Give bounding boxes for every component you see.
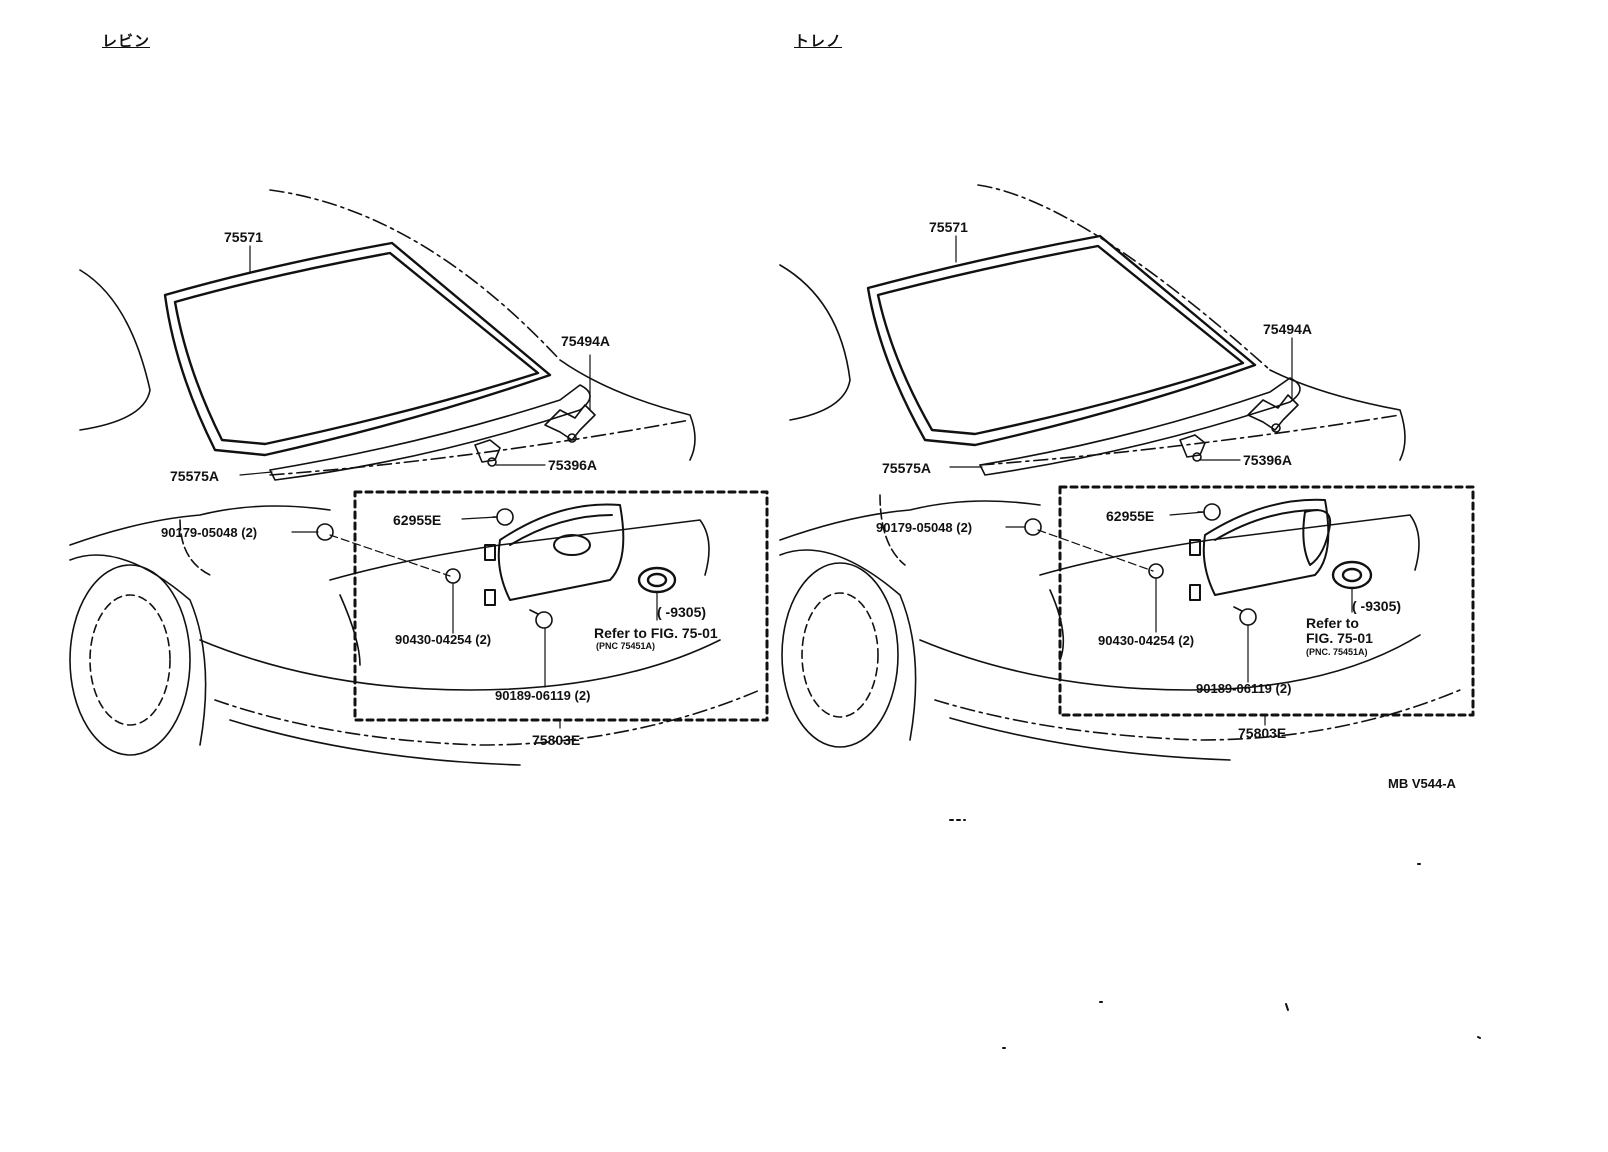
left-leader-lines [239,245,658,729]
left-label-weatherstrip: 75571 [224,229,263,245]
right-variant-title: トレノ [794,33,843,50]
right-label-refer-line1: Refer to [1306,615,1359,631]
left-variant-title: レビン [102,33,151,50]
right-label-date-range: ( -9305) [1352,598,1402,614]
figure-code: MB V544-A [1388,776,1456,791]
right-screw-icon [1024,518,1042,536]
right-label-clip-b: 90189-06119 (2) [1196,681,1292,696]
left-assembly-box [353,490,769,722]
right-weatherstrip [866,234,1257,447]
left-emblem-icon [637,566,677,594]
left-label-refer: Refer to FIG. 75-01 [594,625,718,641]
right-hinge-bracket-icon [1179,434,1206,462]
left-label-garnish: 75803E [532,732,581,748]
right-hinge-icon [1247,394,1299,433]
right-nut-icon [1148,563,1164,579]
right-label-pnc: (PNC. 75451A) [1306,647,1368,657]
left-garnish-icon [484,503,625,606]
right-label-hinge-bracket: 75396A [1243,452,1293,468]
right-garnish-icon [1189,498,1332,601]
right-moulding-strip [979,377,1301,476]
left-label-moulding: 75575A [170,468,220,484]
left-weatherstrip [163,241,552,457]
right-label-nut: 90430-04254 (2) [1098,633,1195,648]
left-label-pnc: (PNC 75451A) [596,641,656,651]
right-label-hinge: 75494A [1263,321,1313,337]
left-label-clip: 62955E [393,512,442,528]
left-car-body [69,189,761,766]
right-label-moulding: 75575A [882,460,932,476]
left-label-clip-b: 90189-06119 (2) [495,688,591,703]
left-clip-b-icon [529,609,553,629]
left-label-date-range: ( -9305) [657,604,707,620]
right-label-clip: 62955E [1106,508,1155,524]
left-nut-icon [445,568,461,584]
scan-specks [949,819,1481,1049]
right-label-garnish: 75803E [1238,725,1287,741]
right-label-refer-line2: FIG. 75-01 [1306,630,1373,646]
right-label-weatherstrip: 75571 [929,219,968,235]
right-emblem-icon [1331,560,1373,590]
left-label-nut: 90430-04254 (2) [395,632,492,647]
right-clip-b-icon [1233,606,1257,626]
left-label-hinge-bracket: 75396A [548,457,598,473]
left-label-hinge: 75494A [561,333,611,349]
left-screw-icon [316,523,334,541]
right-assembly-box [1058,485,1475,717]
left-hinge-icon [544,404,596,443]
right-label-screw: 90179-05048 (2) [876,520,973,535]
left-hinge-bracket-icon [474,439,501,467]
left-label-screw: 90179-05048 (2) [161,525,258,540]
right-leader-lines [949,235,1353,726]
